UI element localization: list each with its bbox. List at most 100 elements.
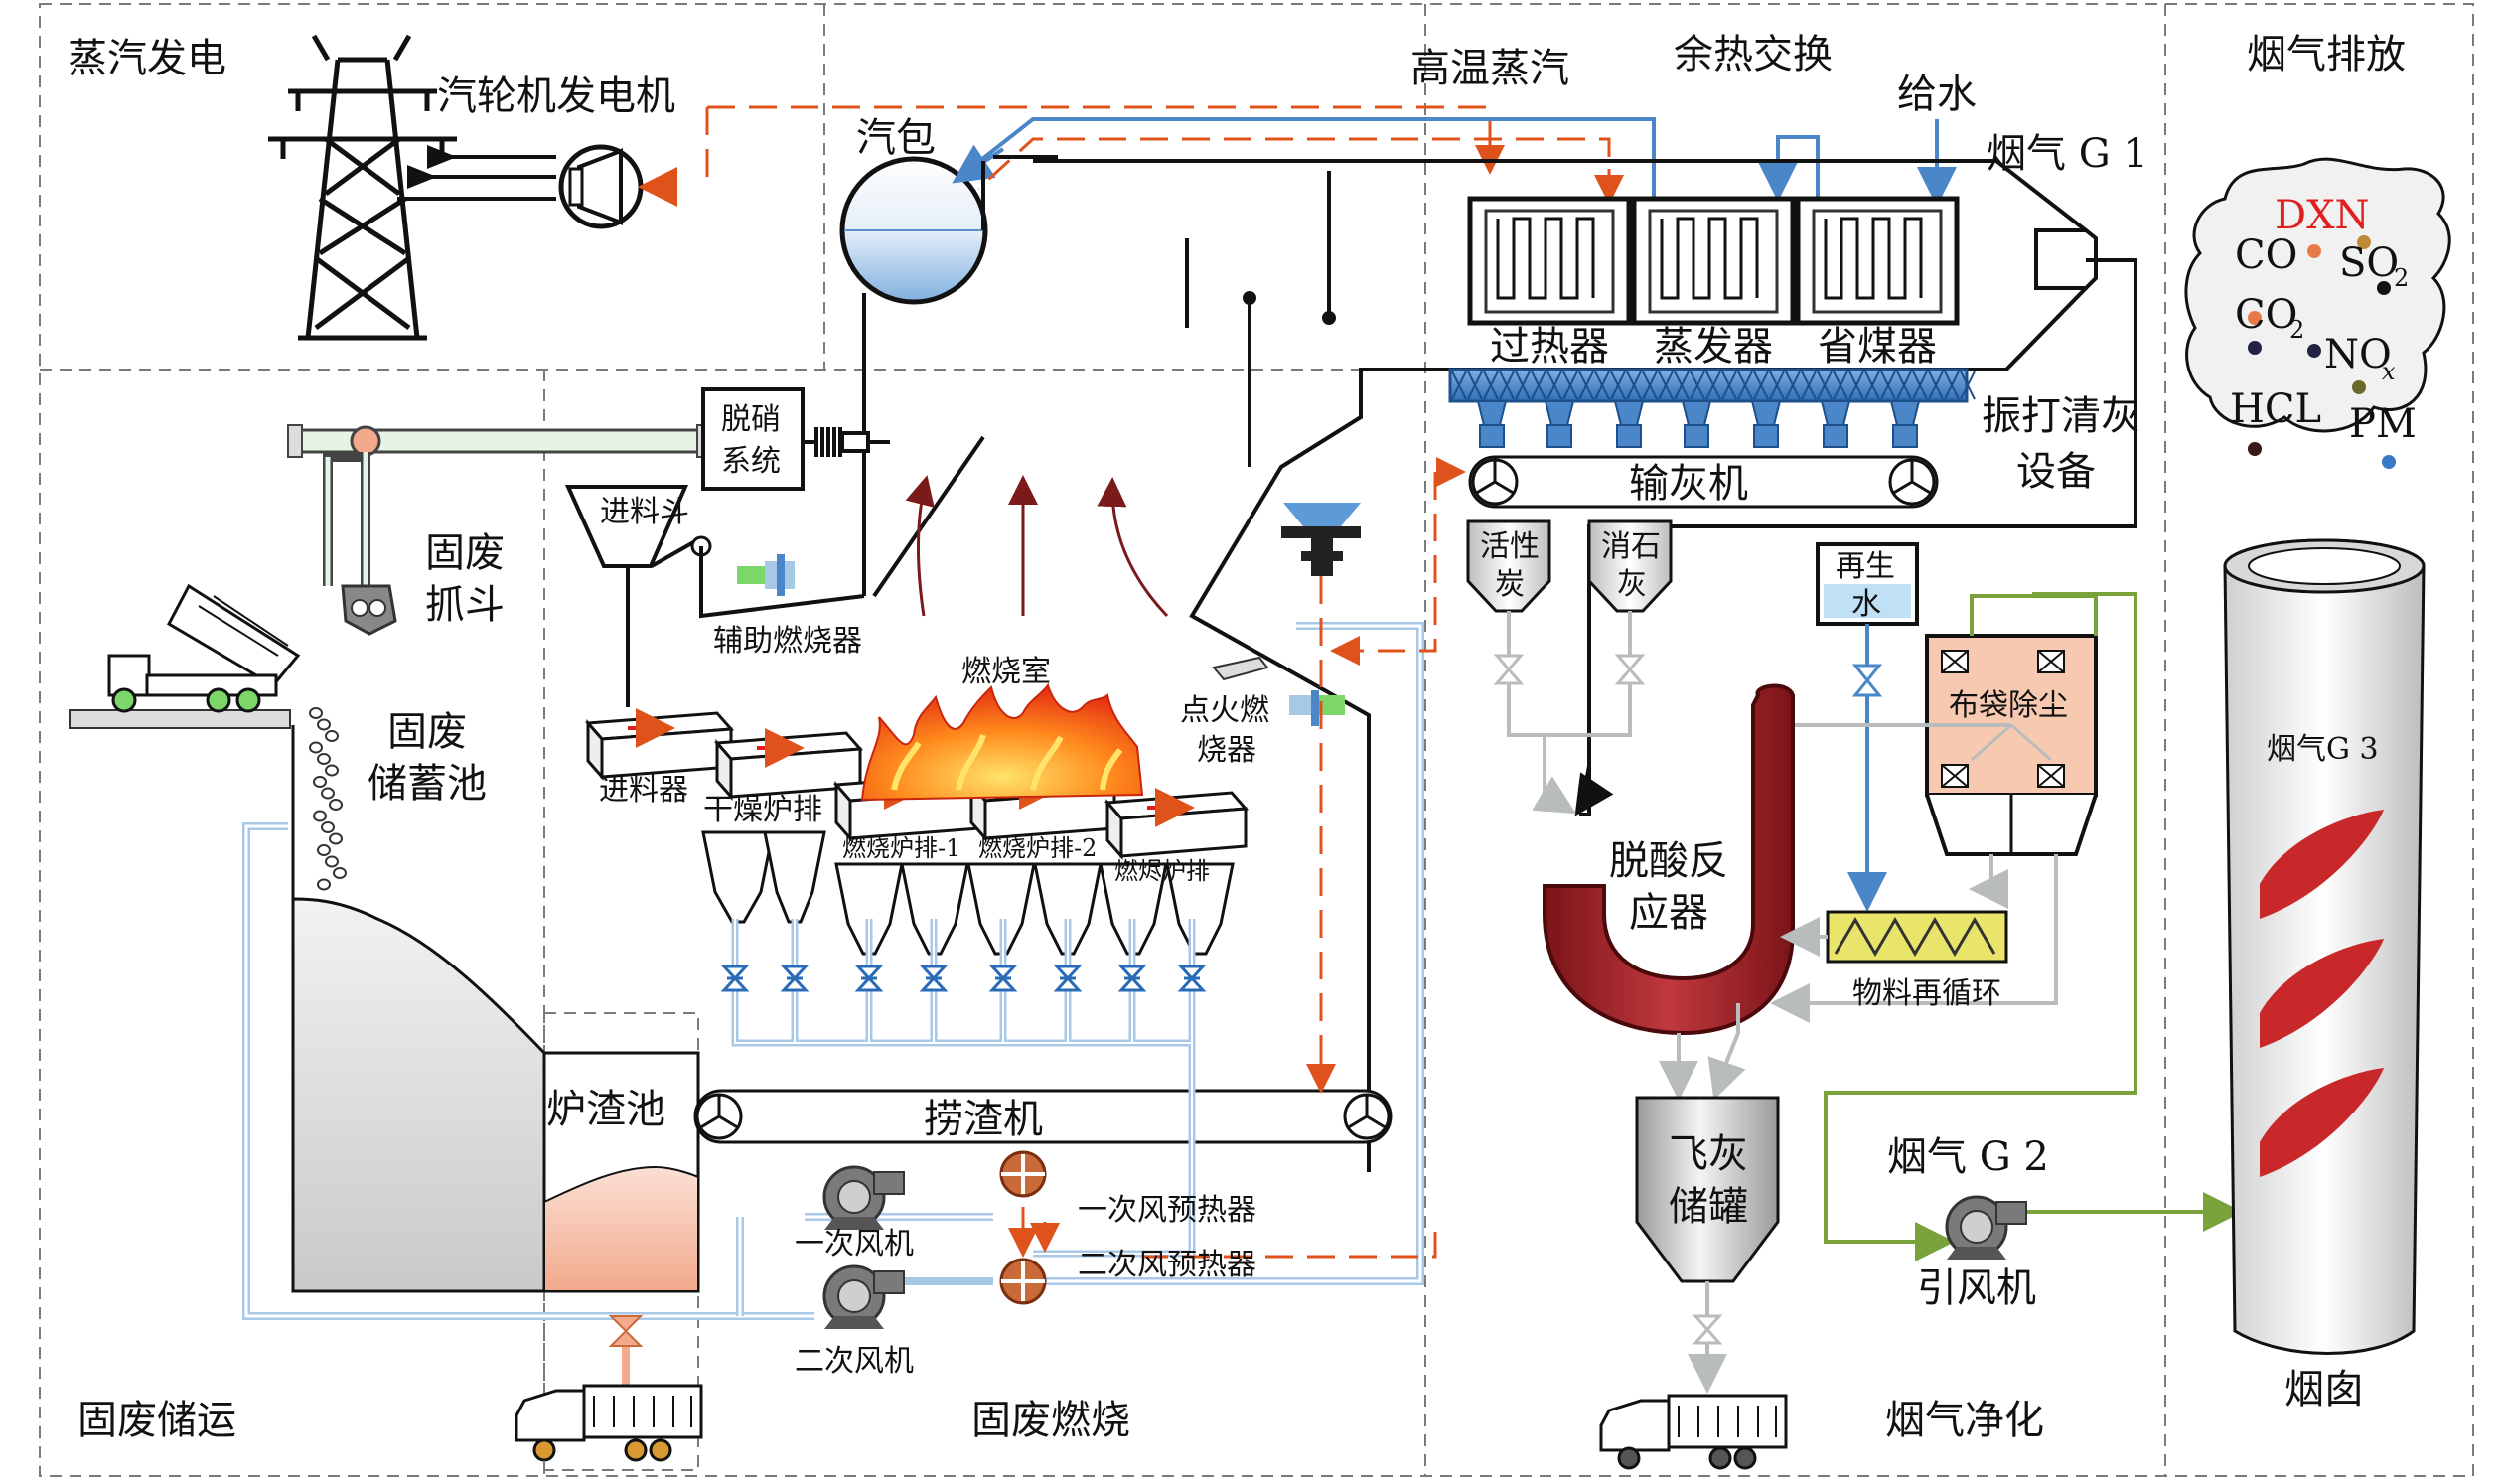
rapping-cleaner: [1448, 368, 1976, 403]
flue-green-line: [1824, 592, 2137, 1244]
denox-spring-icon: [803, 427, 890, 457]
grab-label-2: 抓斗: [425, 582, 505, 628]
turbine-generator-icon: [558, 144, 644, 229]
fly-ash-label-2: 储罐: [1669, 1184, 1748, 1230]
recirculation-dashed-line: [1043, 470, 1450, 1259]
ash-conveyor-label: 输灰机: [1629, 461, 1748, 507]
reclaimed-water-label-2: 水: [1851, 587, 1881, 622]
rapping-cleaner-label-2: 设备: [2016, 449, 2096, 495]
evaporator: [1631, 196, 1796, 326]
induced-fan-label: 引风机: [1917, 1265, 2036, 1311]
fly-ash-silo: [1635, 1096, 1780, 1283]
superheater: [1467, 196, 1632, 326]
burnout-grate-label: 燃烬炉排: [1114, 857, 1210, 885]
denox-system: [701, 387, 805, 491]
pollutant-hcl: HCL: [2230, 386, 2321, 432]
slag-truck-icon: [515, 1315, 703, 1462]
water-valves: [720, 965, 1207, 992]
pollutant-nox-sub: x: [2382, 358, 2396, 385]
aux-burner-label: 辅助燃烧器: [713, 624, 862, 659]
pollutant-so2-sub: 2: [2394, 264, 2409, 292]
economizer-label: 省煤器: [1818, 324, 1937, 370]
baghouse-label: 布袋除尘: [1949, 688, 2068, 723]
pollutant-nox: NO: [2324, 332, 2392, 377]
dry-grate-label: 干燥炉排: [703, 793, 822, 827]
fan-2-label: 二次风机: [795, 1344, 914, 1379]
steam-to-turbine-line: [705, 105, 1492, 187]
ash-conveyor: [1468, 455, 1939, 509]
flue-g2-label: 烟气 G 2: [1887, 1134, 2049, 1180]
power-line-arrows: [407, 145, 457, 189]
burn-grate-1-label: 燃烧炉排-1: [842, 834, 960, 862]
fan-1-label: 一次风机: [795, 1227, 914, 1261]
pollutant-co2-sub: 2: [2289, 316, 2304, 344]
rapping-cleaner-label: 振打清灰: [1982, 393, 2140, 439]
lime-label-2: 灰: [1617, 567, 1647, 602]
slag-conveyor: [693, 1089, 1393, 1144]
region-waste-combustion: 固废燃烧: [971, 1398, 1130, 1443]
storage-pit-label-2: 储蓄池: [368, 761, 487, 807]
baghouse: [1925, 634, 2098, 856]
activated-carbon-hopper: [1466, 519, 1551, 613]
combustion-flow-arrows: [905, 475, 1169, 618]
deacid-label-1: 脱酸反: [1609, 838, 1728, 884]
feeder-label: 进料器: [599, 773, 688, 808]
deacid-label-2: 应器: [1629, 890, 1708, 936]
steam-line: [976, 137, 1611, 199]
preheater-2-icon: [999, 1258, 1047, 1305]
waste-drops: [309, 707, 347, 891]
chimney: [2223, 538, 2426, 1355]
activated-carbon-label-2: 炭: [1495, 567, 1525, 602]
ash-truck-icon: [1599, 1394, 1788, 1470]
flue-g1-label: 烟气 G 1: [1987, 131, 2148, 177]
slag-pool: [542, 1051, 700, 1293]
fan-1-icon: [822, 1165, 905, 1230]
turbine-generator-label: 汽轮机发电机: [437, 74, 675, 119]
superheater-label: 过热器: [1490, 324, 1609, 370]
power-lines: [397, 155, 556, 201]
pollutant-so2: SO: [2339, 240, 2399, 286]
slag-pool-label: 炉渣池: [546, 1087, 665, 1132]
power-tower-icon: [268, 34, 457, 341]
region-steam-power: 蒸汽发电: [68, 36, 226, 81]
region-flue-purification: 烟气净化: [1885, 1398, 2044, 1443]
induced-fan-icon: [1945, 1195, 2027, 1260]
grab-crane-icon: [287, 424, 712, 636]
denox-label-1: 脱硝: [721, 402, 781, 437]
preheater-2-label: 二次风预热器: [1078, 1248, 1256, 1282]
storage-pit: [291, 897, 546, 1293]
slag-conveyor-label: 捞渣机: [924, 1097, 1043, 1142]
burn-grate-2-label: 燃烧炉排-2: [978, 834, 1097, 862]
activated-carbon-label-1: 活性: [1480, 529, 1540, 564]
economizer: [1795, 196, 1960, 326]
ignition-burner-icon: [1212, 656, 1345, 726]
flue-g3-label: 烟气G 3: [2267, 732, 2379, 767]
lime-hopper: [1587, 519, 1673, 613]
reclaimed-water-tank: [1816, 542, 1919, 626]
evaporator-label: 蒸发器: [1654, 324, 1773, 370]
recirculation-label: 物料再循环: [1852, 976, 2001, 1011]
preheater-1-label: 一次风预热器: [1078, 1193, 1256, 1228]
feed-hopper-label: 进料斗: [600, 495, 689, 529]
steam-drum: [839, 156, 988, 305]
lime-label-1: 消石: [1601, 529, 1661, 564]
pollutant-dxn: DXN: [2275, 193, 2370, 238]
high-temp-steam-label: 高温蒸汽: [1410, 46, 1569, 91]
combustion-chamber-label: 燃烧室: [961, 655, 1051, 689]
preheater-1-icon: [999, 1150, 1047, 1198]
region-waste-storage: 固废储运: [77, 1398, 236, 1443]
reclaimed-water-label-1: 再生: [1836, 549, 1895, 584]
fire-icon: [860, 682, 1144, 802]
material-recirculation-screw: [1826, 910, 2008, 964]
denox-label-2: 系统: [721, 444, 781, 479]
steam-drum-label: 汽包: [856, 115, 936, 161]
feed-hopper: [564, 485, 689, 568]
ignition-burner-label-2: 烧器: [1197, 733, 1256, 768]
grab-label-1: 固废: [425, 530, 505, 576]
ash-nozzle-icon: [1281, 503, 1361, 576]
pollutant-co2: CO: [2235, 292, 2297, 338]
ash-hoppers: [1476, 400, 1921, 448]
reagent-lines: [1507, 611, 1632, 812]
pollutant-pm: PM: [2349, 401, 2417, 447]
